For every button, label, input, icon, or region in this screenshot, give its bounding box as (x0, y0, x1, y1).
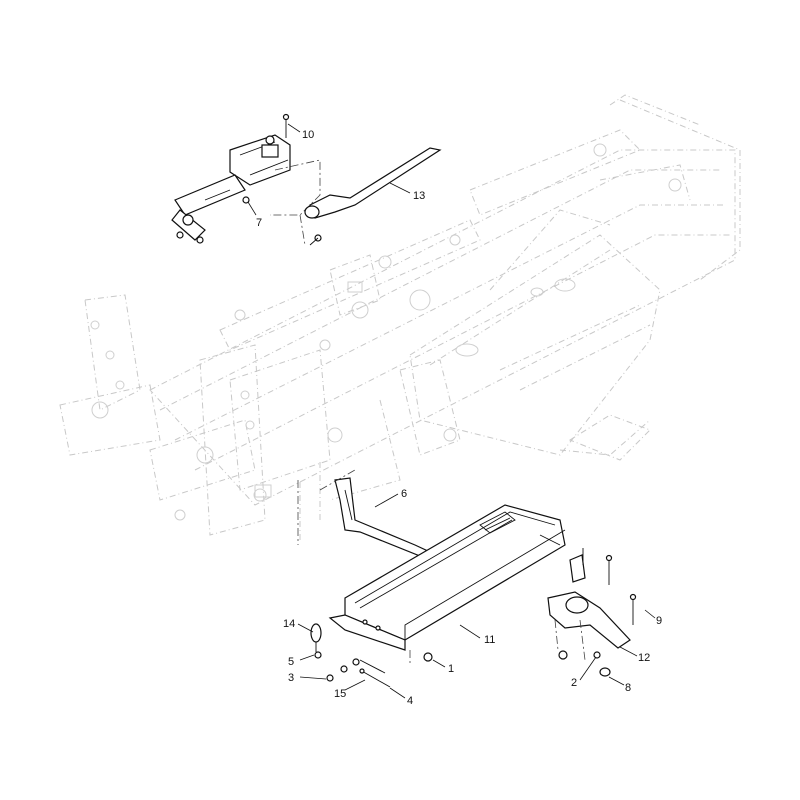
callout-9: 9 (656, 615, 662, 627)
callout-10: 10 (302, 129, 314, 141)
callout-6: 6 (401, 488, 407, 500)
control-rod (304, 147, 442, 246)
callout-8: 8 (625, 682, 631, 694)
left-hardware (310, 623, 433, 688)
callout-3: 3 (288, 672, 294, 684)
callout-14: 14 (283, 618, 295, 630)
callout-12: 12 (638, 652, 650, 664)
bracket-part-6 (297, 469, 431, 559)
callout-15: 15 (334, 688, 346, 700)
chassis-frame-ghost (59, 94, 741, 540)
callout-13: 13 (413, 190, 425, 202)
callout-5: 5 (288, 656, 294, 668)
callout-2: 2 (571, 677, 577, 689)
control-assembly (171, 113, 321, 246)
step-plate-part-11 (328, 504, 566, 651)
right-bracket-part-12 (547, 548, 637, 677)
callout-7: 7 (256, 217, 262, 229)
callout-1: 1 (448, 663, 454, 675)
callout-labels: 10 7 13 6 11 1 14 5 3 15 4 9 12 2 8 (256, 129, 662, 707)
callout-4: 4 (407, 695, 413, 707)
leader-lines (247, 123, 656, 699)
callout-11: 11 (484, 634, 495, 646)
